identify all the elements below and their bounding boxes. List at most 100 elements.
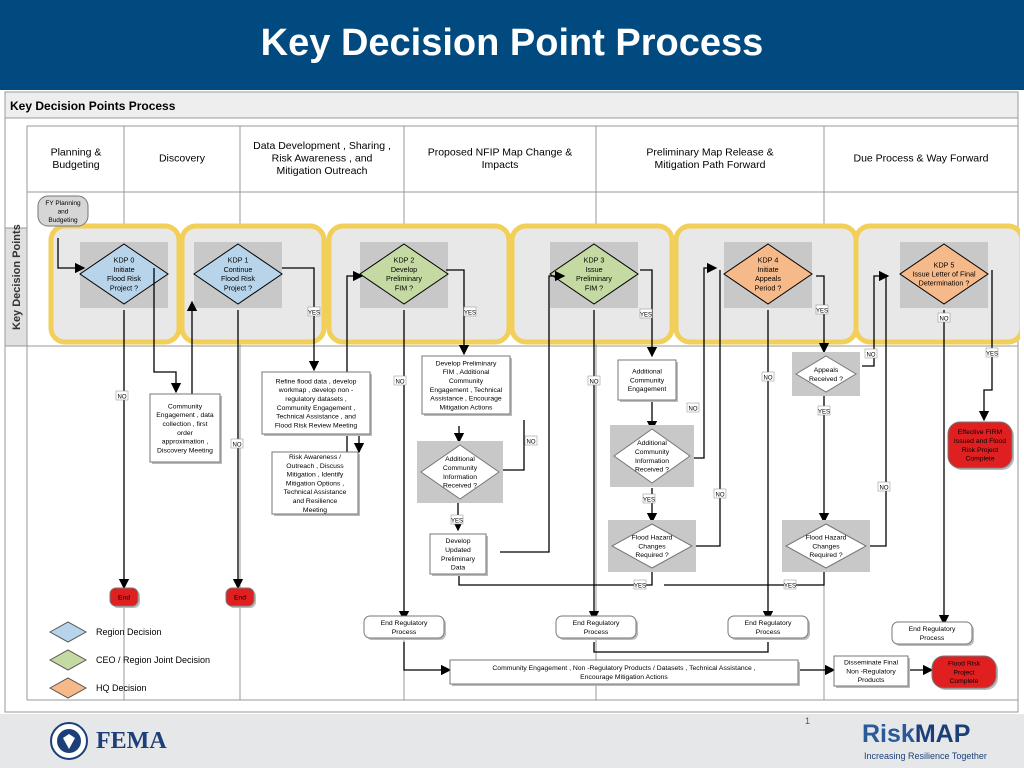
page-title: Key Decision Point Process [260,22,764,64]
label-yes: YES [986,352,998,358]
additional-info-decision-2 [613,428,691,484]
label-yes: YES [451,519,463,525]
label-no: NO [590,380,599,386]
footer: 1 FEMA RiskMAP Increasing Resilience Tog… [0,714,1024,768]
appeals-decision [795,355,857,393]
label-no: NO [396,380,405,386]
label-no: NO [689,407,698,413]
lane-header: Preliminary Map Release &Mitigation Path… [646,146,773,171]
effective-firm-box [947,421,1013,469]
flood-hazard-decision-2 [784,523,868,569]
lane-header: Proposed NFIP Map Change &Impacts [428,146,573,171]
title-banner: Key Decision Point Process [0,0,1024,90]
inner-title: Key Decision Points Process [10,99,176,113]
label-no: NO [867,353,876,359]
lane-header: Data Development , Sharing ,Risk Awarene… [253,140,391,177]
lane-header: Due Process & Way Forward [854,153,989,165]
end-box-b [225,587,255,607]
community-engagement-bar-text: Community Engagement , Non -Regulatory P… [492,665,755,681]
side-label: Key Decision Points [11,224,23,330]
legend-swatch-2 [48,677,88,699]
label-yes: YES [784,584,796,590]
label-yes: YES [643,498,655,504]
label-yes: YES [308,311,320,317]
label-no: NO [764,376,773,382]
additional-community-engagement-box [617,359,677,401]
legend-label-0: Region Decision [96,627,162,637]
flood-risk-complete-box [931,655,997,689]
legend-swatch-1 [48,649,88,671]
kdp-diamond-5 [899,243,989,305]
end-box-b-text: End [234,594,246,601]
fy-planning-box [37,195,89,227]
riskmap-logo: RiskMAP [862,720,970,749]
label-no: NO [880,486,889,492]
develop-updated-box [429,533,487,575]
label-yes: YES [818,410,830,416]
label-no: NO [118,395,127,401]
community-engagement-box [149,393,221,463]
legend-swatch-0 [48,621,88,643]
refine-flood-data-box [261,371,371,435]
label-yes: YES [816,309,828,315]
end-box-a [109,587,139,607]
kdp-diagram: Key Decision Points Process Key Decision… [4,91,1024,713]
end-regulatory-4 [891,621,973,645]
kdp-diamond-1 [193,243,283,305]
dhs-seal-icon [50,722,88,760]
kdp-diamond-4 [723,243,813,305]
page-number: 1 [805,716,811,726]
end-regulatory-2 [555,615,637,639]
community-engagement-bar [449,659,799,685]
kdp-diamond-0 [79,243,169,305]
end-regulatory-3 [727,615,809,639]
label-no: NO [233,443,242,449]
label-yes: YES [634,584,646,590]
develop-prelim-fim-box [421,355,511,415]
additional-info-decision-1 [420,444,500,500]
riskmap-risk: Risk [862,720,915,748]
riskmap-map: MAP [914,720,971,748]
fema-logo-text: FEMA [96,728,167,754]
risk-awareness-box [271,451,359,515]
label-no: NO [716,493,725,499]
end-regulatory-1 [363,615,445,639]
label-yes: YES [640,313,652,319]
end-box-a-text: End [118,594,130,601]
diagram-slide: Key Decision Points Process Key Decision… [4,90,1024,714]
label-yes: YES [464,311,476,317]
kdp-diamond-2 [359,243,449,305]
kdp-diamond-3 [549,243,639,305]
label-no: NO [527,440,536,446]
label-no: NO [940,317,949,323]
flood-hazard-decision-1 [610,523,694,569]
riskmap-tagline: Increasing Resilience Together [864,751,987,761]
